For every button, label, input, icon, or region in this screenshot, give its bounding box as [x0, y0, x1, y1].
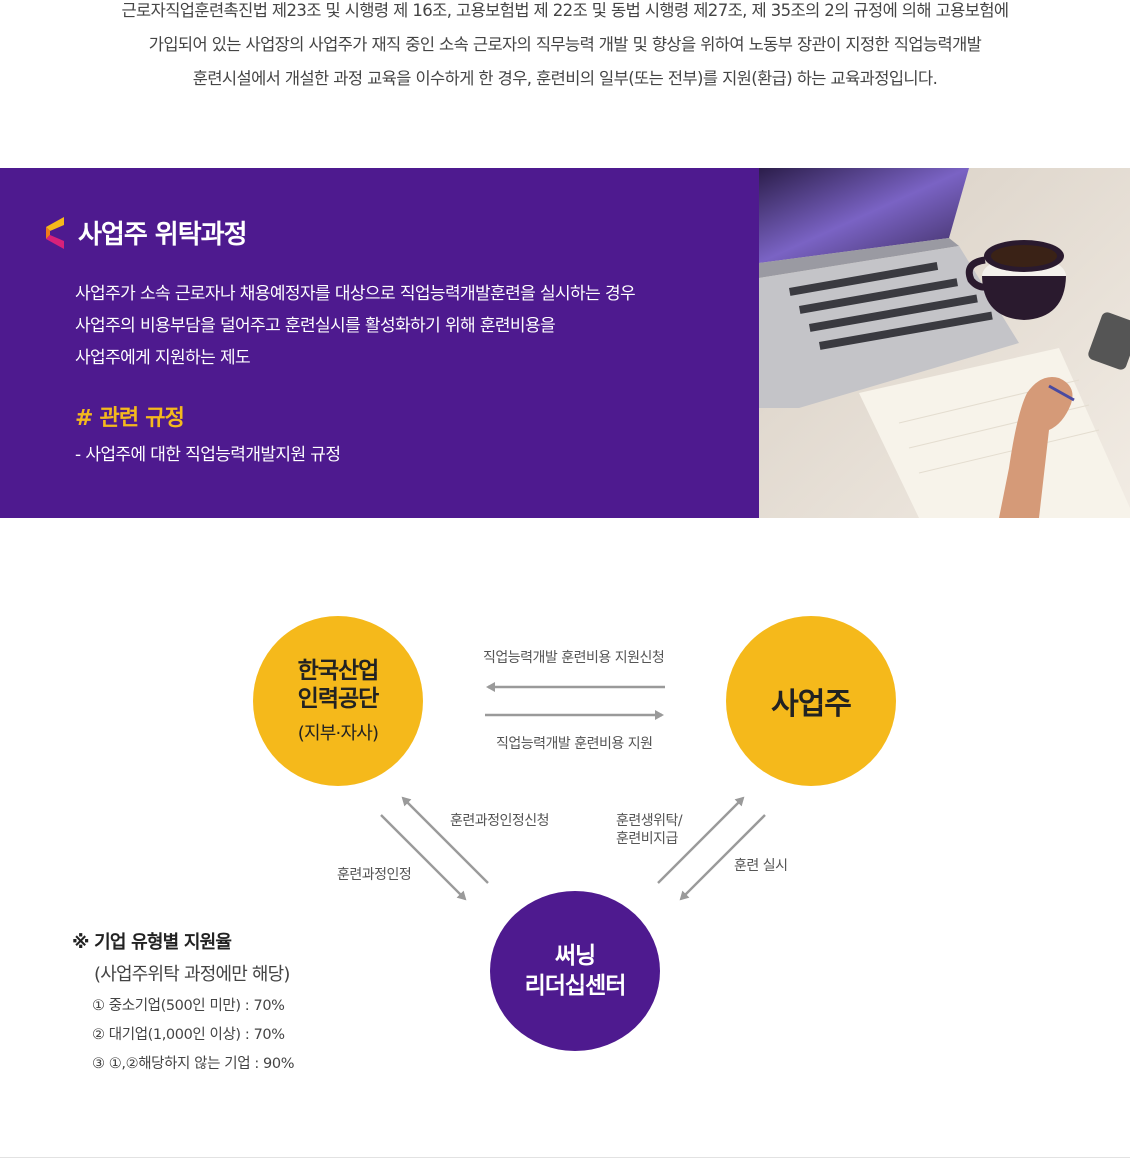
edge-label-support: 직업능력개발 훈련비용 지원 — [496, 736, 653, 752]
regulation-item: - 사업주에 대한 직업능력개발지원 규정 — [75, 445, 341, 465]
rate-item-large: ② 대기업(1,000인 이상) : 70% — [92, 1027, 285, 1043]
arrow-center-to-agency — [401, 796, 489, 884]
laptop-coffee-photo — [759, 168, 1130, 518]
rates-title: ※ 기업 유형별 지원율 — [72, 932, 232, 953]
employer-node: 사업주 — [726, 616, 896, 786]
banner-desc-line-2: 사업주의 비용부담을 덜어주고 훈련실시를 활성화하기 위해 훈련비용을 — [75, 316, 556, 336]
employer-name: 사업주 — [771, 687, 852, 722]
center-name-line-2: 리더십센터 — [524, 973, 627, 999]
banner-desc-line-3: 사업주에게 지원하는 제도 — [75, 348, 251, 368]
agency-branch: (지부·자사) — [297, 723, 379, 744]
agency-name-line-1: 한국산업 — [297, 658, 380, 684]
agency-name-line-2: 인력공단 — [297, 686, 380, 712]
arrow-center-to-employer — [657, 796, 745, 884]
flow-arrows — [380, 682, 766, 901]
program-banner: 사업주 위탁과정 사업주가 소속 근로자나 채용예정자를 대상으로 직업능력개발… — [0, 168, 1130, 518]
banner-description: 사업주가 소속 근로자나 채용예정자를 대상으로 직업능력개발훈련을 실시하는 … — [75, 278, 636, 374]
edge-label-course-approval: 훈련과정인정 — [337, 867, 412, 883]
banner-title: 사업주 위탁과정 — [78, 220, 247, 250]
chevron-logo-icon — [46, 216, 64, 249]
edge-label-trainee-consign-2: 훈련비지급 — [616, 831, 678, 847]
agency-node: 한국산업 인력공단 (지부·자사) — [253, 616, 423, 786]
edge-label-trainee-consign-1: 훈련생위탁/ — [616, 813, 683, 829]
support-rates: ※ 기업 유형별 지원율 (사업주위탁 과정에만 해당) ① 중소기업(500인… — [72, 928, 294, 1073]
banner-desc-line-1: 사업주가 소속 근로자나 채용예정자를 대상으로 직업능력개발훈련을 실시하는 … — [75, 284, 636, 304]
support-flow-diagram: 한국산업 인력공단 (지부·자사) 사업주 써닝 리더십센터 직업능력개발 훈련… — [0, 560, 1130, 1120]
center-node: 써닝 리더십센터 — [490, 891, 660, 1051]
edge-label-support-request: 직업능력개발 훈련비용 지원신청 — [483, 650, 665, 666]
rates-subtitle: (사업주위탁 과정에만 해당) — [94, 964, 290, 985]
rate-item-other: ③ ①,②해당하지 않는 기업 : 90% — [92, 1056, 295, 1072]
intro-line-3: 훈련시설에서 개설한 과정 교육을 이수하게 한 경우, 훈련비의 일부(또는 … — [192, 69, 938, 88]
rate-item-sme: ① 중소기업(500인 미만) : 70% — [92, 998, 285, 1014]
regulation-title: # 관련 규정 — [75, 406, 185, 431]
intro-text: 근로자직업훈련촉진법 제23조 및 시행령 제 16조, 고용보험법 제 22조… — [0, 0, 1130, 96]
intro-line-2: 가입되어 있는 사업장의 사업주가 재직 중인 소속 근로자의 직무능력 개발 … — [148, 35, 982, 54]
banner-title-row: 사업주 위탁과정 — [44, 214, 247, 251]
edge-label-course-approval-request: 훈련과정인정신청 — [450, 813, 550, 829]
center-name-line-1: 써닝 — [554, 943, 596, 969]
intro-line-1: 근로자직업훈련촉진법 제23조 및 시행령 제 16조, 고용보험법 제 22조… — [121, 1, 1009, 20]
arrow-employer-to-center — [679, 814, 766, 901]
edge-label-training: 훈련 실시 — [734, 858, 788, 874]
arrow-agency-to-center — [380, 814, 467, 901]
